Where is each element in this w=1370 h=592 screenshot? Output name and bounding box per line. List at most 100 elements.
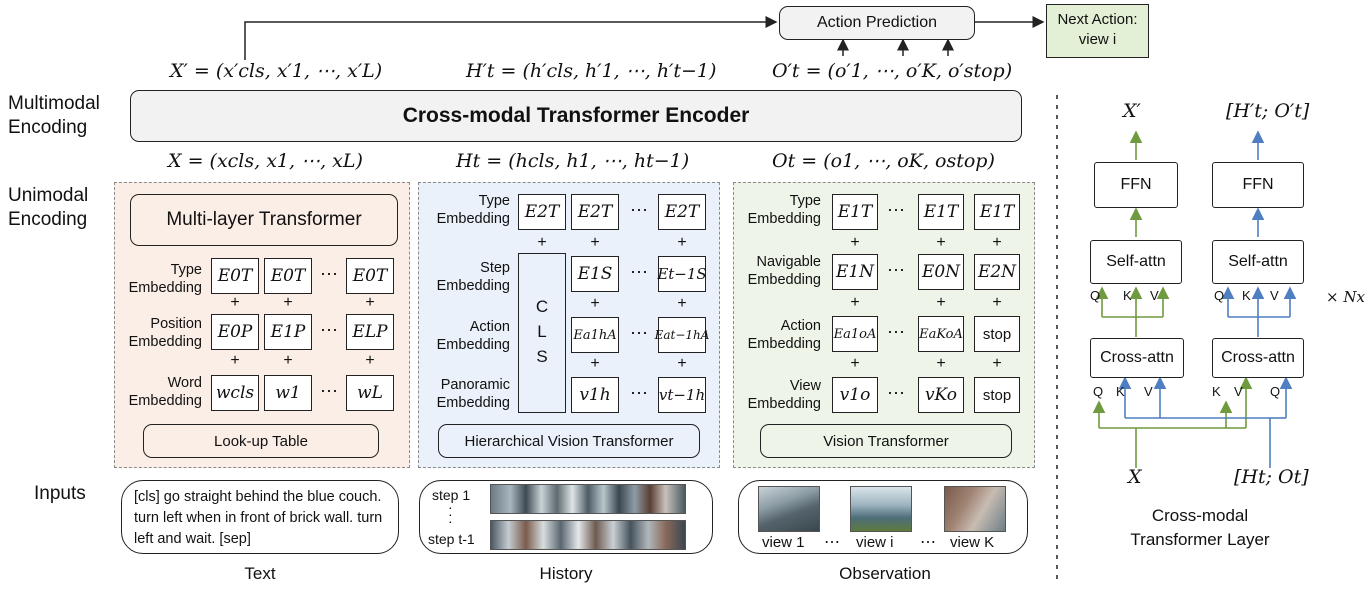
step-first-label: step 1	[432, 487, 471, 503]
layer-in-right: [Ht; Ot]	[1234, 466, 1309, 488]
view-1-image	[758, 486, 820, 532]
formula-o: Ot = (o1, ⋯, oK, ostop)	[772, 150, 995, 172]
self-attn-left: Self-attn	[1090, 240, 1182, 284]
history-panorama-step-1	[490, 484, 686, 514]
step-last-label: step t-1	[428, 531, 475, 547]
self-attn-right: Self-attn	[1212, 240, 1304, 284]
text-plus-2b: +	[283, 352, 293, 369]
obs-type-ellipsis: ⋯	[887, 200, 905, 220]
hist-type-cell-1: E2T	[571, 194, 619, 230]
hist-plus-0a: +	[537, 234, 547, 251]
obs-view-cell-0: v1o	[832, 377, 878, 413]
view-k-label: view K	[950, 534, 995, 551]
hist-plus-2b: +	[677, 355, 687, 372]
cross-right-k: K	[1212, 384, 1221, 399]
cross-right-q: Q	[1270, 384, 1281, 399]
cross-left-k: K	[1116, 384, 1125, 399]
instruction-text: [cls] go straight behind the blue couch.…	[134, 489, 383, 547]
ffn-left: FFN	[1094, 162, 1178, 208]
obs-plus-2b: +	[936, 355, 946, 372]
obs-action-stop-cell: stop	[974, 316, 1020, 352]
self-left-k: K	[1123, 288, 1132, 303]
obs-plus-1b: +	[936, 294, 946, 311]
cross-modal-encoder: Cross-modal Transformer Encoder	[130, 90, 1022, 142]
step-vertical-ellipsis: ···	[448, 499, 453, 529]
multimodal-encoding-label: Multimodal Encoding	[8, 93, 100, 138]
layer-out-right: [H′t; O′t]	[1226, 100, 1310, 122]
obs-plus-0c: +	[992, 234, 1002, 251]
obs-nav-cell-0: E1N	[832, 254, 878, 290]
hist-step-cell-1: Et−1S	[657, 256, 707, 292]
obs-plus-2c: +	[992, 355, 1002, 372]
inputs-label: Inputs	[34, 483, 86, 504]
self-left-q: Q	[1090, 288, 1101, 303]
text-word-cell-0: wcls	[211, 375, 259, 411]
obs-plus-1c: +	[992, 294, 1002, 311]
view-k-image	[944, 486, 1006, 532]
obs-nav-cell-2: E2N	[974, 254, 1020, 290]
text-plus-2a: +	[230, 352, 240, 369]
next-action-label: Next Action:	[1057, 11, 1138, 28]
layer-caption: Cross-modal Transformer Layer	[1130, 506, 1270, 549]
obs-nav-ellipsis: ⋯	[887, 260, 905, 280]
formula-o-prime: O′t = (o′1, ⋯, o′K, o′stop)	[772, 60, 1013, 82]
obs-type-cell-0: E1T	[832, 194, 878, 230]
layer-out-left: X′	[1123, 100, 1141, 122]
action-prediction-box: Action Prediction	[779, 6, 975, 40]
hist-pano-ellipsis: ⋯	[630, 383, 648, 403]
history-panorama-step-t-1	[490, 520, 686, 550]
hist-step-cell-0: E1S	[571, 256, 619, 292]
hist-type-cell-0: E2T	[518, 194, 566, 230]
cls-token-box: C L S	[518, 253, 566, 413]
unimodal-encoding-label: Unimodal Encoding	[8, 185, 89, 230]
lookup-table-box: Look-up Table	[143, 424, 379, 458]
text-caption: Text	[244, 564, 276, 583]
obs-action-cell-1: EaKoA	[918, 316, 964, 352]
cross-left-q: Q	[1093, 384, 1104, 399]
observation-caption: Observation	[839, 564, 931, 583]
history-caption: History	[539, 564, 593, 583]
hist-action-ellipsis: ⋯	[630, 323, 648, 343]
self-right-k: K	[1242, 288, 1251, 303]
cross-attn-right: Cross-attn	[1212, 338, 1304, 378]
obs-plus-2a: +	[850, 355, 860, 372]
text-type-cell-0: E0T	[211, 258, 259, 294]
obs-plus-0b: +	[936, 234, 946, 251]
view-i-label: view i	[856, 534, 894, 551]
hist-action-cell-1: Eat−1hA	[655, 317, 709, 353]
text-type-cell-2: E0T	[346, 258, 394, 294]
obs-type-cell-2: E1T	[974, 194, 1020, 230]
obs-plus-1a: +	[850, 294, 860, 311]
hist-action-cell-0: Ea1hA	[571, 317, 619, 353]
hist-plus-1a: +	[590, 295, 600, 312]
cross-left-v: V	[1144, 384, 1153, 399]
observation-input-box	[738, 480, 1028, 554]
text-pos-cell-1: E1P	[264, 314, 312, 350]
self-right-v: V	[1270, 288, 1279, 303]
formula-h: Ht = (hcls, h1, ⋯, ht−1)	[456, 150, 690, 172]
history-input-box	[419, 480, 713, 554]
text-plus-2c: +	[365, 352, 375, 369]
self-right-q: Q	[1214, 288, 1225, 303]
hist-type-cell-2: E2T	[658, 194, 706, 230]
hist-plus-0b: +	[590, 234, 600, 251]
obs-nav-cell-1: E0N	[918, 254, 964, 290]
obs-action-cell-0: Ea1oA	[832, 316, 878, 352]
hist-type-ellipsis: ⋯	[630, 200, 648, 220]
obs-view-ellipsis: ⋯	[887, 383, 905, 403]
obs-view-stop-cell: stop	[974, 377, 1020, 413]
formula-h-prime: H′t = (h′cls, h′1, ⋯, h′t−1)	[466, 60, 717, 82]
text-input-box: [cls] go straight behind the blue couch.…	[121, 480, 399, 554]
next-action-value: view i	[1078, 31, 1117, 48]
